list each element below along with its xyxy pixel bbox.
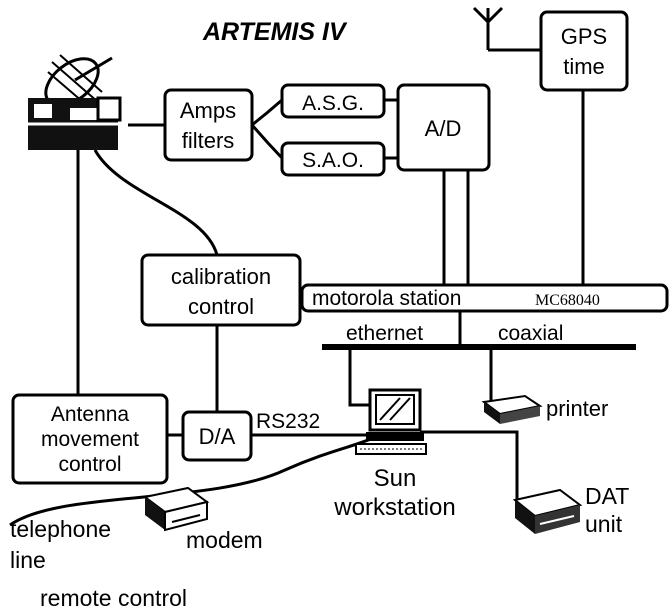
asg-block: A.S.G. <box>280 83 386 119</box>
sao-block: S.A.O. <box>280 141 386 177</box>
calibration-control-block: calibration control <box>140 253 302 327</box>
asg-label: A.S.G. <box>302 92 364 115</box>
amps-label-line1: Amps <box>180 98 236 123</box>
sun-label-line2: workstation <box>333 494 455 521</box>
calibration-label-line2: control <box>188 294 254 319</box>
amps-label-line2: filters <box>182 128 235 153</box>
coaxial-label: coaxial <box>498 322 563 345</box>
da-label: D/A <box>199 424 236 449</box>
ad-label: A/D <box>425 116 462 141</box>
antenna-label-line3: control <box>58 453 121 476</box>
motorola-model: MC68040 <box>535 292 600 309</box>
da-block: D/A <box>181 410 253 462</box>
printer-icon <box>481 394 543 424</box>
diagram-title: ARTEMIS IV <box>202 18 348 46</box>
sun-label-line1: Sun <box>374 465 417 492</box>
wire-amps-asg <box>251 98 283 127</box>
antenna-movement-control-block: Antenna movement control <box>11 393 169 485</box>
dat-label-line2: unit <box>585 511 623 537</box>
modem-label: modem <box>186 527 263 553</box>
wire-workstation-dat <box>420 430 519 500</box>
telephone-label-line1: telephone <box>10 516 111 542</box>
gps-label-line1: GPS <box>561 24 607 49</box>
antenna-label-line2: movement <box>41 428 139 451</box>
wire-bus-workstation <box>348 347 370 407</box>
antenna-icon <box>472 6 504 50</box>
telephone-label-line2: line <box>10 547 46 573</box>
wire-dish-calibration <box>93 149 219 256</box>
calibration-label-line1: calibration <box>171 264 271 289</box>
amps-filters-block: Amps filters <box>163 88 254 162</box>
motorola-label: motorola station <box>312 287 461 310</box>
dat-label-line1: DAT <box>585 483 629 509</box>
ethernet-label: ethernet <box>346 322 423 345</box>
wire-amps-sao <box>250 124 284 160</box>
gps-time-block: GPS time <box>539 10 629 92</box>
satellite-dish-icon <box>28 54 122 150</box>
wires <box>9 48 636 527</box>
printer-label: printer <box>546 396 608 421</box>
dat-drive-icon <box>512 488 583 534</box>
gps-label-line2: time <box>563 54 605 79</box>
sao-label: S.A.O. <box>302 149 364 172</box>
computer-icon <box>355 388 427 455</box>
modem-icon <box>142 486 210 532</box>
wire-telephone <box>9 435 376 527</box>
remote-control-label: remote control <box>40 585 187 611</box>
ad-block: A/D <box>396 83 491 172</box>
motorola-station-block: motorola station MC68040 <box>300 283 669 313</box>
rs232-label: RS232 <box>256 410 320 433</box>
antenna-label-line1: Antenna <box>51 403 130 426</box>
